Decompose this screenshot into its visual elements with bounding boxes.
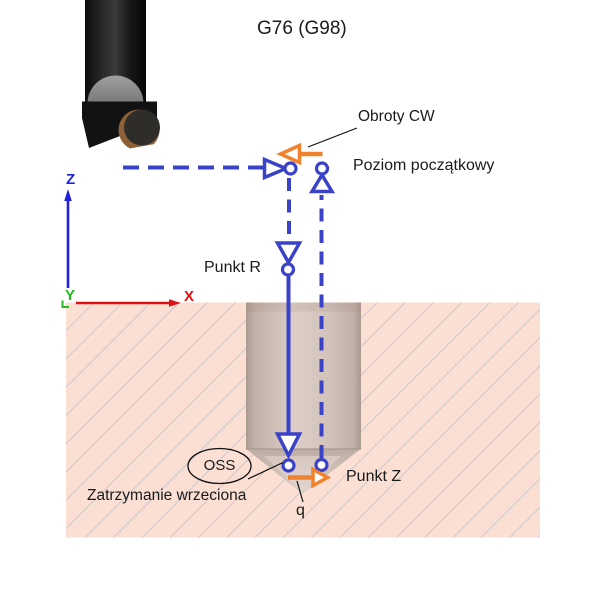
down-arrow-r-icon bbox=[274, 241, 303, 267]
down-arrow-z-icon bbox=[274, 432, 303, 460]
boring-tool-image bbox=[82, 0, 166, 162]
tool-insert-cut bbox=[110, 142, 166, 162]
point-z-label: Punkt Z bbox=[346, 468, 402, 485]
oss-label: OSS bbox=[203, 456, 236, 474]
q-shift-label: q bbox=[296, 502, 305, 519]
spindle-rotation-label: Obroty CW bbox=[358, 108, 435, 125]
shift-q-arrowhead-icon bbox=[311, 466, 332, 489]
point-z-node bbox=[281, 458, 296, 473]
oss-ellipse bbox=[187, 447, 252, 485]
initial-level-node bbox=[283, 161, 298, 176]
bore-hole bbox=[246, 302, 361, 450]
spindle-cw-arrowhead-icon bbox=[276, 142, 302, 166]
initial-level-label: Poziom początkowy bbox=[353, 157, 495, 174]
spindle-stop-label: Zatrzymanie wrzeciona bbox=[87, 487, 247, 504]
axis-y-corner-icon bbox=[61, 300, 69, 308]
tool-dome bbox=[87, 75, 144, 104]
diagram-title: G76 (G98) bbox=[257, 18, 347, 39]
tool-insert bbox=[124, 109, 160, 146]
bore-top-shadow bbox=[246, 302, 361, 312]
axis-z-arrowhead-icon bbox=[64, 189, 72, 201]
spindle-cw-arrow bbox=[276, 142, 323, 166]
shift-q-arrow bbox=[288, 466, 332, 489]
pointer-line-spindle-rotation bbox=[307, 127, 358, 148]
pointer-line-q bbox=[296, 480, 304, 503]
axis-x-arrowhead-icon bbox=[169, 299, 181, 307]
point-r-label: Punkt R bbox=[204, 259, 261, 276]
retract-end-node bbox=[314, 161, 330, 176]
pointer-line-spindle-stop bbox=[247, 461, 284, 480]
point-r-node bbox=[280, 262, 296, 277]
axis-y-label: Y bbox=[65, 287, 76, 304]
retract-start-node bbox=[314, 457, 329, 473]
axis-x-label: X bbox=[184, 288, 195, 305]
up-arrow-retract-icon bbox=[308, 171, 336, 194]
rapid-right-arrow-icon bbox=[262, 156, 291, 181]
axis-z-label: Z bbox=[66, 171, 76, 188]
